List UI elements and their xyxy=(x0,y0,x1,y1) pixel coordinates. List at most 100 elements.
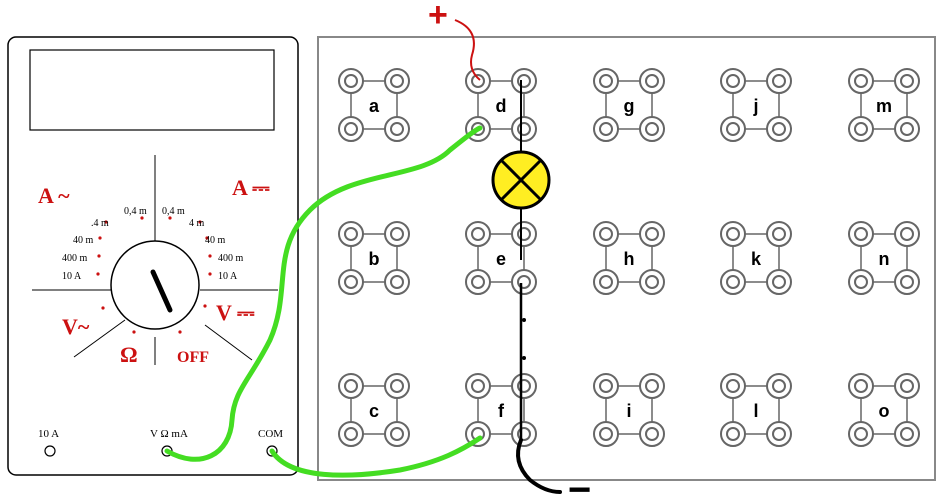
range-dot xyxy=(98,236,102,240)
terminal-socket-hole xyxy=(772,427,786,441)
terminal-block-b: b xyxy=(338,221,410,295)
terminal-label-g: g xyxy=(624,96,635,116)
range-dot xyxy=(208,254,212,258)
lamp xyxy=(491,150,551,210)
terminal-socket-hole xyxy=(471,379,485,393)
positive-terminal-sign: + xyxy=(428,0,448,34)
terminal-socket-hole xyxy=(772,275,786,289)
terminal-socket-hole xyxy=(726,227,740,241)
terminal-label-n: n xyxy=(879,249,890,269)
range-dot xyxy=(97,254,101,258)
terminal-socket-hole xyxy=(772,379,786,393)
terminal-block-c: c xyxy=(338,373,410,447)
terminal-socket-hole xyxy=(390,227,404,241)
terminal-block-h: h xyxy=(593,221,665,295)
terminal-socket-hole xyxy=(726,74,740,88)
range-values: .4 m 40 m 400 m 10 A 0,4 m 0,4 m 4 m 40 … xyxy=(62,206,244,282)
terminal-socket-hole xyxy=(726,427,740,441)
range-dot xyxy=(198,220,202,224)
negative-supply-wire xyxy=(516,438,562,494)
range-top-left: 0,4 m xyxy=(124,206,147,217)
divider-bottom-right xyxy=(204,324,253,361)
terminal-socket-hole xyxy=(390,122,404,136)
terminal-socket-hole xyxy=(854,275,868,289)
terminal-label-m: m xyxy=(876,96,892,116)
socket-label-com: COM xyxy=(258,428,283,440)
terminal-socket-hole xyxy=(900,379,914,393)
terminal-socket-hole xyxy=(471,275,485,289)
terminal-socket-hole xyxy=(772,74,786,88)
terminal-label-i: i xyxy=(626,401,631,421)
terminal-socket-hole xyxy=(599,379,613,393)
multimeter: A ~ A ⎓ V~ V ⎓ Ω OFF .4 m 40 m 400 m 10 … xyxy=(7,36,299,476)
probe-wire-com xyxy=(269,435,483,478)
terminal-socket-hole xyxy=(854,227,868,241)
range-dot xyxy=(96,272,100,276)
terminal-socket-hole xyxy=(726,379,740,393)
terminal-socket-hole xyxy=(772,122,786,136)
terminal-block-a: a xyxy=(338,68,410,142)
label-a-ac: A ~ xyxy=(38,183,70,208)
label-off: OFF xyxy=(177,349,209,366)
range-dot xyxy=(208,272,212,276)
lamp-cross xyxy=(500,159,542,201)
range-right-2: 40 m xyxy=(205,235,226,246)
terminal-label-d: d xyxy=(496,96,507,116)
terminal-socket-hole xyxy=(645,74,659,88)
range-dot xyxy=(132,330,136,334)
terminal-block-k: k xyxy=(720,221,792,295)
terminal-socket-hole xyxy=(390,379,404,393)
range-dots xyxy=(96,216,212,334)
range-dot xyxy=(178,330,182,334)
terminal-socket-hole xyxy=(517,227,531,241)
terminal-socket-hole xyxy=(517,74,531,88)
terminal-socket-hole xyxy=(390,275,404,289)
terminal-socket-hole xyxy=(645,227,659,241)
terminal-socket-hole xyxy=(726,275,740,289)
terminal-block-o: o xyxy=(848,373,920,447)
socket-10a[interactable] xyxy=(44,445,56,457)
terminal-label-c: c xyxy=(369,401,379,421)
terminal-block-e: e xyxy=(465,221,537,295)
range-selector-knob[interactable] xyxy=(110,240,200,330)
multimeter-display xyxy=(29,49,275,131)
terminal-socket-hole xyxy=(344,275,358,289)
selector-pointer xyxy=(150,269,173,313)
terminal-socket-hole xyxy=(599,275,613,289)
terminal-socket-hole xyxy=(645,379,659,393)
socket-label-10a: 10 A xyxy=(38,428,59,440)
terminal-block-j: j xyxy=(720,68,792,142)
terminal-block-g: g xyxy=(593,68,665,142)
range-dot xyxy=(203,304,207,308)
terminal-block-i: i xyxy=(593,373,665,447)
terminal-socket-hole xyxy=(599,427,613,441)
terminal-socket-hole xyxy=(772,227,786,241)
terminal-socket-hole xyxy=(854,427,868,441)
label-ohm: Ω xyxy=(120,342,138,367)
terminal-label-l: l xyxy=(753,401,758,421)
terminal-socket-hole xyxy=(854,379,868,393)
terminal-socket-hole xyxy=(390,427,404,441)
range-left-3: 400 m xyxy=(62,253,88,264)
terminal-block-n: n xyxy=(848,221,920,295)
terminal-socket-hole xyxy=(599,74,613,88)
range-top-right: 0,4 m xyxy=(162,206,185,217)
terminal-label-f: f xyxy=(498,401,505,421)
range-left-4: 10 A xyxy=(62,271,82,282)
range-dot xyxy=(140,216,144,220)
negative-terminal-sign: − xyxy=(568,468,591,503)
terminal-block-d: d xyxy=(465,68,537,142)
terminal-socket-hole xyxy=(854,122,868,136)
terminal-socket-hole xyxy=(344,227,358,241)
range-left-1: .4 m xyxy=(91,218,109,229)
range-right-4: 10 A xyxy=(218,271,238,282)
terminal-socket-hole xyxy=(645,275,659,289)
terminal-label-a: a xyxy=(369,96,380,116)
wire-dot xyxy=(522,318,526,322)
terminal-socket-hole xyxy=(471,74,485,88)
terminal-label-j: j xyxy=(752,96,758,116)
